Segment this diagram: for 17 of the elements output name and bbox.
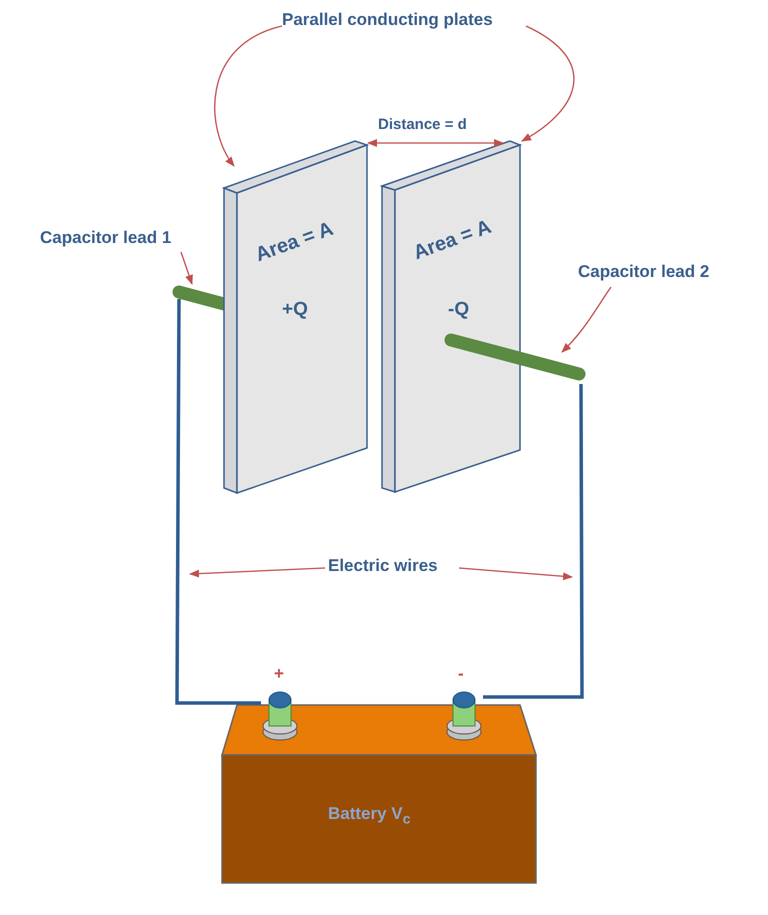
- battery-block: [220, 704, 538, 885]
- battery-label: Battery V$_{c}$: [328, 804, 411, 828]
- leader-line: [189, 567, 326, 578]
- leader-line: [180, 252, 193, 285]
- wire: [175, 299, 261, 705]
- callout-label: Electric wires: [328, 556, 456, 580]
- callout-label: Parallel conducting plates: [282, 10, 526, 34]
- terminal-sign: +: [274, 664, 284, 684]
- leader-line: [458, 567, 573, 580]
- leader-line: [214, 25, 282, 167]
- callout-label: Capacitor lead 2: [578, 262, 730, 286]
- callout-label: Capacitor lead 1: [40, 228, 192, 252]
- terminal-sign: -: [458, 664, 464, 684]
- dimension-label: Distance = d: [378, 116, 467, 133]
- leader-line: [521, 25, 574, 142]
- leader-line: [561, 286, 612, 353]
- wire: [483, 384, 584, 699]
